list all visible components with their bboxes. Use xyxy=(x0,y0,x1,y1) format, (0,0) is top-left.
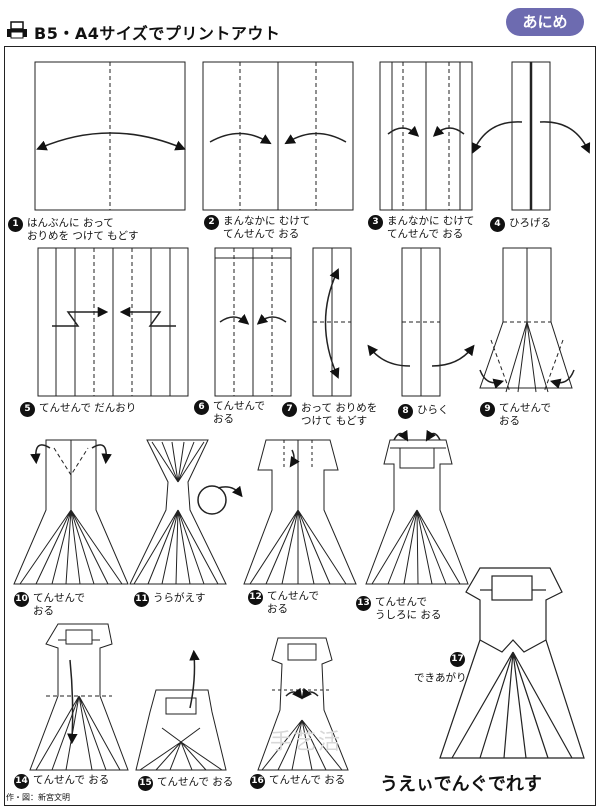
step-3-figure xyxy=(379,61,473,211)
page-title: B5・A4サイズでプリントアウト xyxy=(34,24,281,43)
watermark: 手艺活 xyxy=(270,730,343,755)
step-17-label: 17 xyxy=(416,652,469,667)
step-17-figure xyxy=(439,567,585,759)
step-17-text: できあがり xyxy=(414,672,467,684)
diagram-frame xyxy=(4,46,596,806)
step-15-figure xyxy=(135,649,227,771)
step-13-figure xyxy=(365,429,469,585)
step-1-figure xyxy=(34,61,186,211)
credit: 作・図：新宮文明 xyxy=(6,793,70,802)
step-8-figure xyxy=(367,247,475,397)
step-16-figure xyxy=(257,637,349,771)
step-12-figure xyxy=(243,439,357,585)
anime-button[interactable]: あにめ xyxy=(506,8,584,36)
step-6-figure xyxy=(214,247,292,397)
step-10-figure xyxy=(13,439,129,585)
printer-icon xyxy=(7,21,27,39)
step-14-figure xyxy=(29,623,129,771)
step-11-figure xyxy=(129,439,243,585)
step-2-figure xyxy=(202,61,354,211)
step-7-figure xyxy=(312,247,352,397)
step-4-figure xyxy=(471,61,591,211)
step-9-figure xyxy=(479,247,575,393)
model-title: うえぃでんぐでれす xyxy=(380,774,542,795)
step-5-figure xyxy=(37,247,189,397)
header: B5・A4サイズでプリントアウト あにめ xyxy=(0,0,600,48)
